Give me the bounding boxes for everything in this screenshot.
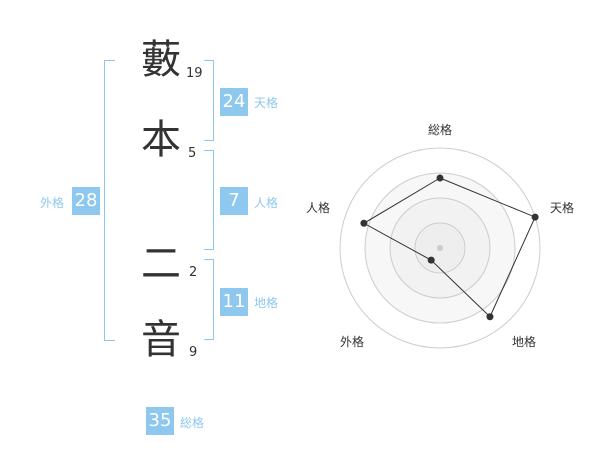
jinkaku-value: 7 — [220, 187, 248, 215]
stroke-count-4: 9 — [189, 345, 198, 360]
radar-point-4 — [427, 256, 435, 264]
radar-center-dot — [437, 245, 443, 251]
chikaku-value: 11 — [220, 288, 248, 316]
name-char-2: 本 — [141, 117, 181, 163]
soukaku-value: 35 — [146, 407, 174, 435]
tenkaku-bracket — [204, 60, 214, 141]
stroke-count-1: 19 — [186, 66, 203, 81]
soukaku-label: 総格 — [180, 416, 205, 430]
radar-label-tenkaku: 天格 — [550, 200, 574, 215]
chikaku-bracket — [204, 259, 214, 340]
name-char-1: 藪 — [141, 37, 181, 83]
stroke-count-2: 5 — [188, 146, 197, 161]
radar-point-3 — [486, 313, 494, 321]
radar-point-5 — [360, 219, 368, 227]
jinkaku-bracket — [204, 150, 214, 250]
tenkaku-label: 天格 — [254, 96, 279, 110]
radar-polygon — [362, 177, 536, 318]
radar-label-gaikaku: 外格 — [340, 334, 364, 349]
gaikaku-bracket — [104, 60, 115, 341]
chikaku-label: 地格 — [254, 296, 279, 310]
jinkaku-label: 人格 — [254, 196, 279, 210]
tenkaku-value: 24 — [220, 88, 248, 116]
radar-label-jinkaku: 人格 — [306, 200, 330, 215]
stroke-count-3: 2 — [189, 265, 198, 280]
radar-point-1 — [436, 174, 444, 182]
name-char-4: 音 — [141, 317, 181, 363]
name-char-3: 二 — [141, 241, 181, 287]
radar-label-chikaku: 地格 — [512, 334, 536, 349]
gaikaku-value: 28 — [72, 187, 100, 215]
radar-point-2 — [531, 213, 539, 221]
radar-label-soukaku: 総格 — [428, 122, 452, 137]
gaikaku-label: 外格 — [40, 196, 65, 210]
